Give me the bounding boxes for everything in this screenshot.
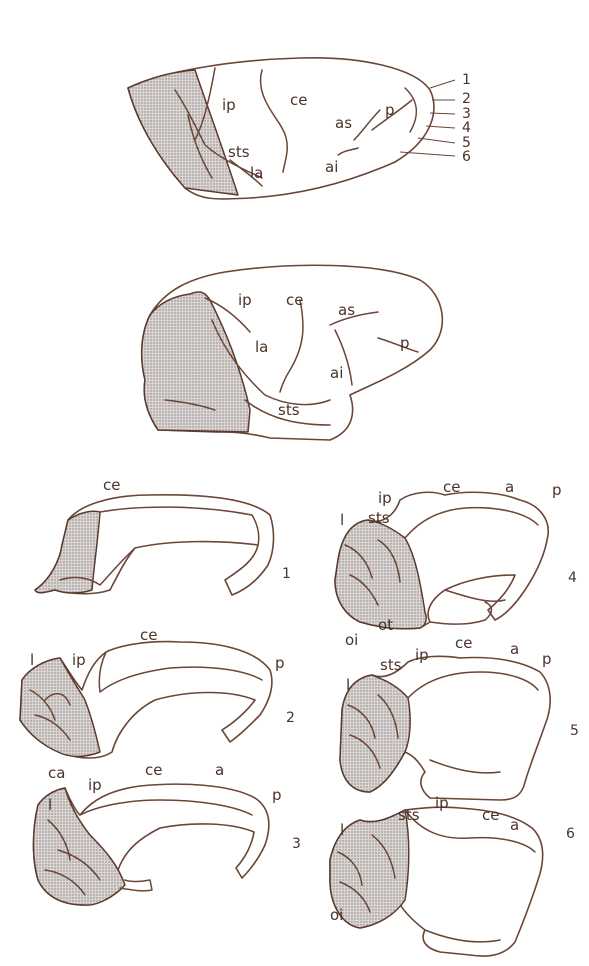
label-l-s2: l — [30, 651, 34, 669]
label-ce-s4: ce — [443, 478, 460, 496]
label-p-s5: p — [542, 650, 552, 668]
label-p-s3: p — [272, 786, 282, 804]
section-3-number: 3 — [292, 836, 301, 852]
section-5-number: 5 — [570, 723, 579, 739]
label-a-s3: a — [215, 761, 224, 779]
label-ip-s6: ip — [435, 794, 449, 812]
label-ce-s6: ce — [482, 806, 499, 824]
label-sts-top: sts — [228, 143, 250, 161]
section-5-shaded — [340, 675, 410, 792]
section-2-number: 2 — [286, 710, 295, 726]
lateral-view-bottom: ip ce as p la ai sts — [142, 265, 443, 440]
label-ai-top: ai — [325, 158, 338, 176]
coronal-section-1: ce 1 — [35, 476, 291, 595]
label-as-top: as — [335, 114, 352, 132]
label-ai-bottom: ai — [330, 364, 343, 382]
label-oi-s4: oi — [345, 631, 358, 649]
section-6-number: 6 — [566, 826, 575, 842]
label-l-s5: l — [346, 676, 350, 694]
label-la-top: la — [250, 164, 263, 182]
label-ip-s4: ip — [378, 489, 392, 507]
label-a-s4: a — [505, 478, 514, 496]
label-a-s6: a — [510, 816, 519, 834]
label-a-s5: a — [510, 640, 519, 658]
label-ip-bottom: ip — [238, 291, 252, 309]
label-sts-s4: sts — [368, 509, 390, 527]
label-oi-s6: oi — [330, 906, 343, 924]
label-p-s4: p — [552, 481, 562, 499]
section-2-shaded — [20, 658, 100, 757]
label-ip-top: ip — [222, 96, 236, 114]
label-ce-top: ce — [290, 91, 307, 109]
label-la-bottom: la — [255, 338, 268, 356]
coronal-section-3: l ip ce a p 3 — [34, 761, 301, 905]
label-ip-s3: ip — [88, 776, 102, 794]
level-1: 1 — [462, 72, 471, 88]
label-sts-s6: sts — [398, 806, 420, 824]
label-l-s3: l — [48, 796, 52, 814]
section-4-stem — [430, 602, 491, 624]
label-sts-bottom: sts — [278, 401, 300, 419]
coronal-section-2: l ip ce p ca 2 — [20, 626, 295, 782]
label-l-s6: l — [340, 821, 344, 839]
label-ce-s5: ce — [455, 634, 472, 652]
label-ce-bottom: ce — [286, 291, 303, 309]
label-ce-s1: ce — [103, 476, 120, 494]
coronal-section-6: l sts ip ce a oi 6 — [330, 794, 575, 956]
coronal-section-5: l sts ip ce a p 5 — [340, 634, 579, 800]
level-4: 4 — [462, 120, 471, 136]
label-l-s4: l — [340, 511, 344, 529]
section-1-number: 1 — [282, 566, 291, 582]
section-4-number: 4 — [568, 570, 577, 586]
label-p-s2: p — [275, 654, 285, 672]
level-6: 6 — [462, 149, 471, 165]
coronal-section-4: l ip sts ce a p oi ot 4 — [335, 478, 577, 649]
label-p-top: p — [385, 101, 395, 119]
label-ip-s2: ip — [72, 651, 86, 669]
label-ca-s2: ca — [48, 764, 65, 782]
level-2: 2 — [462, 91, 471, 107]
label-ip-s5: ip — [415, 646, 429, 664]
label-as-bottom: as — [338, 301, 355, 319]
label-sts-s5: sts — [380, 656, 402, 674]
lateral-view-top: ip ce as p sts la ai 1 2 3 4 5 6 — [128, 58, 471, 199]
label-ce-s2: ce — [140, 626, 157, 644]
label-ce-s3: ce — [145, 761, 162, 779]
label-ot-s4: ot — [378, 616, 393, 634]
label-p-bottom: p — [400, 334, 410, 352]
